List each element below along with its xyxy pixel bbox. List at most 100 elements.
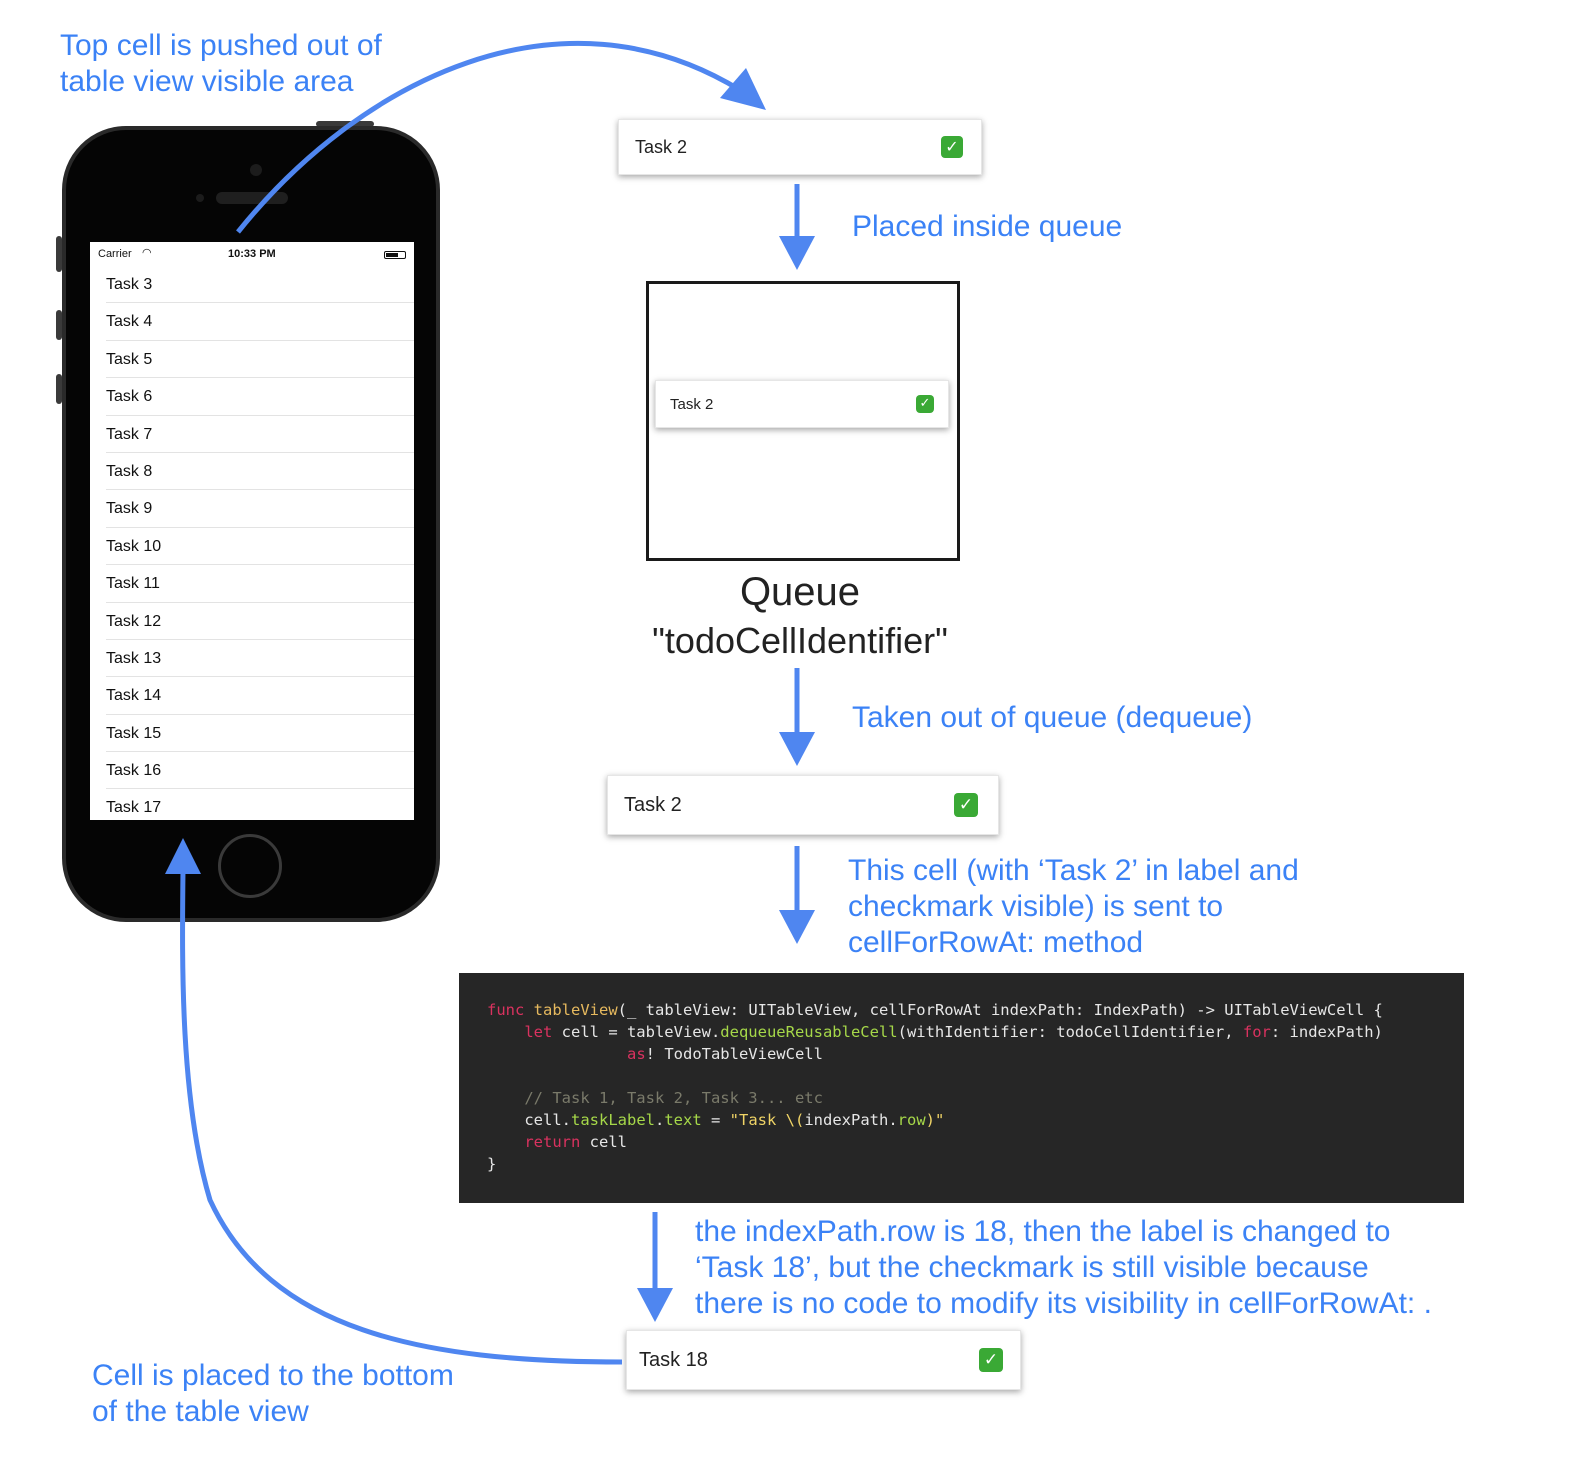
task-cell-dequeued: Task 2 ✓ — [607, 775, 999, 835]
home-button[interactable] — [218, 834, 282, 898]
front-camera — [250, 164, 262, 176]
checkmark-icon: ✓ — [954, 793, 978, 817]
code-token: . — [655, 1111, 665, 1129]
code-token: cell = tableView. — [561, 1023, 721, 1041]
note-line: of the table view — [92, 1395, 309, 1428]
code-line: let cell = tableView.dequeueReusableCell… — [487, 1021, 1464, 1043]
code-token: (_ tableView: UITableView, cellForRowAt … — [617, 1001, 1383, 1019]
code-token: text — [664, 1111, 702, 1129]
table-row[interactable]: Task 4 — [106, 303, 414, 341]
code-line: return cell — [487, 1131, 1464, 1153]
phone-side-switch — [56, 236, 62, 272]
note-line: the indexPath.row is 18, then the label … — [695, 1215, 1391, 1248]
note-line: Cell is placed to the bottom — [92, 1359, 454, 1392]
task-cell-label: Task 2 — [624, 794, 682, 816]
table-row[interactable]: Task 15 — [106, 715, 414, 753]
checkmark-icon: ✓ — [941, 136, 963, 158]
checkmark-icon: ✓ — [979, 1348, 1003, 1372]
code-token: let — [524, 1023, 562, 1041]
task-cell-label: Task 2 — [670, 396, 714, 413]
carrier-label: Carrier — [98, 248, 132, 260]
note-line: cellForRowAt: method — [848, 926, 1144, 959]
code-token: "Task \( — [729, 1111, 805, 1129]
code-token — [487, 1023, 524, 1041]
phone-volume-down — [56, 374, 62, 404]
code-token: )" — [925, 1111, 945, 1129]
note-line: there is no code to modify its visibilit… — [695, 1287, 1432, 1320]
code-token: dequeueReusableCell — [720, 1023, 898, 1041]
code-token: return — [524, 1133, 590, 1151]
table-row[interactable]: Task 9 — [106, 490, 414, 528]
code-line: // Task 1, Task 2, Task 3... etc — [487, 1087, 1464, 1109]
code-token: func — [487, 1001, 534, 1019]
note-line: table view visible area — [60, 65, 354, 98]
note-index-path: the indexPath.row is 18, then the label … — [695, 1214, 1432, 1322]
code-line: } — [487, 1153, 1464, 1175]
table-row[interactable]: Task 8 — [106, 453, 414, 491]
push-out-arrowhead — [720, 68, 766, 110]
table-row[interactable]: Task 7 — [106, 416, 414, 453]
status-bar: Carrier ◠ 10:33 PM — [90, 242, 414, 266]
table-row[interactable]: Task 3 — [106, 266, 414, 304]
code-token: ! TodoTableViewCell — [645, 1045, 823, 1063]
code-token: row — [897, 1111, 926, 1129]
table-row[interactable]: Task 17 — [106, 789, 414, 820]
queue-identifier: "todoCellIdentifier" — [652, 620, 948, 661]
code-token: as — [626, 1045, 646, 1063]
battery-icon — [384, 251, 406, 259]
note-line: checkmark visible) is sent to — [848, 890, 1224, 923]
note-sent-to-method: This cell (with ‘Task 2’ in label and ch… — [848, 853, 1299, 961]
code-token: cell — [589, 1133, 627, 1151]
table-row[interactable]: Task 11 — [106, 565, 414, 603]
code-token — [487, 1133, 524, 1151]
note-line: This cell (with ‘Task 2’ in label and — [848, 854, 1299, 887]
table-row[interactable]: Task 6 — [106, 378, 414, 416]
code-token: tableView — [533, 1001, 618, 1019]
code-token: = — [701, 1111, 730, 1129]
note-taken-out: Taken out of queue (dequeue) — [852, 701, 1253, 734]
arrow-to-task18-head — [637, 1288, 673, 1322]
code-line: as! TodoTableViewCell — [487, 1043, 1464, 1065]
code-token: (withIdentifier: todoCellIdentifier, — [897, 1023, 1243, 1041]
checkmark-icon: ✓ — [916, 395, 934, 413]
code-token: indexPath. — [804, 1111, 898, 1129]
task-cell-label: Task 18 — [639, 1349, 708, 1371]
table-row[interactable]: Task 10 — [106, 528, 414, 566]
sensor-dot — [196, 194, 204, 202]
code-line — [487, 1065, 1464, 1087]
arrow-to-queue-head — [779, 236, 815, 270]
table-row[interactable]: Task 13 — [106, 640, 414, 678]
note-line: Top cell is pushed out of — [60, 29, 382, 62]
task-cell-in-queue: Task 2 ✓ — [655, 380, 949, 428]
code-line: cell.taskLabel.text = "Task \(indexPath.… — [487, 1109, 1464, 1131]
phone-volume-up — [56, 310, 62, 340]
earpiece-speaker — [216, 192, 288, 204]
arrow-dequeue-head — [779, 732, 815, 766]
status-time: 10:33 PM — [228, 248, 276, 260]
table-row[interactable]: Task 16 — [106, 752, 414, 790]
note-top-cell-pushed: Top cell is pushed out of table view vis… — [60, 28, 382, 100]
arrow-to-method-head — [779, 910, 815, 944]
table-row[interactable]: Task 12 — [106, 603, 414, 640]
code-token: taskLabel — [571, 1111, 655, 1129]
table-row[interactable]: Task 5 — [106, 341, 414, 379]
note-line: ‘Task 18’, but the checkmark is still vi… — [695, 1251, 1369, 1284]
task-cell-top: Task 2 ✓ — [618, 119, 982, 175]
queue-title: Queue — [739, 570, 861, 614]
code-line: func tableView(_ tableView: UITableView,… — [487, 999, 1464, 1021]
wifi-icon: ◠ — [142, 247, 152, 259]
task-cell-label: Task 2 — [635, 137, 688, 157]
code-token — [487, 1045, 627, 1063]
code-token: cell. — [487, 1111, 571, 1129]
note-placed-inside-queue: Placed inside queue — [852, 210, 1123, 243]
code-block: func tableView(_ tableView: UITableView,… — [459, 973, 1464, 1203]
code-token: : indexPath) — [1270, 1023, 1383, 1041]
code-token: // Task 1, Task 2, Task 3... etc — [524, 1089, 823, 1107]
table-row[interactable]: Task 14 — [106, 677, 414, 715]
code-token: } — [487, 1155, 497, 1173]
task-cell-bottom: Task 18 ✓ — [626, 1330, 1021, 1390]
code-token — [487, 1089, 524, 1107]
